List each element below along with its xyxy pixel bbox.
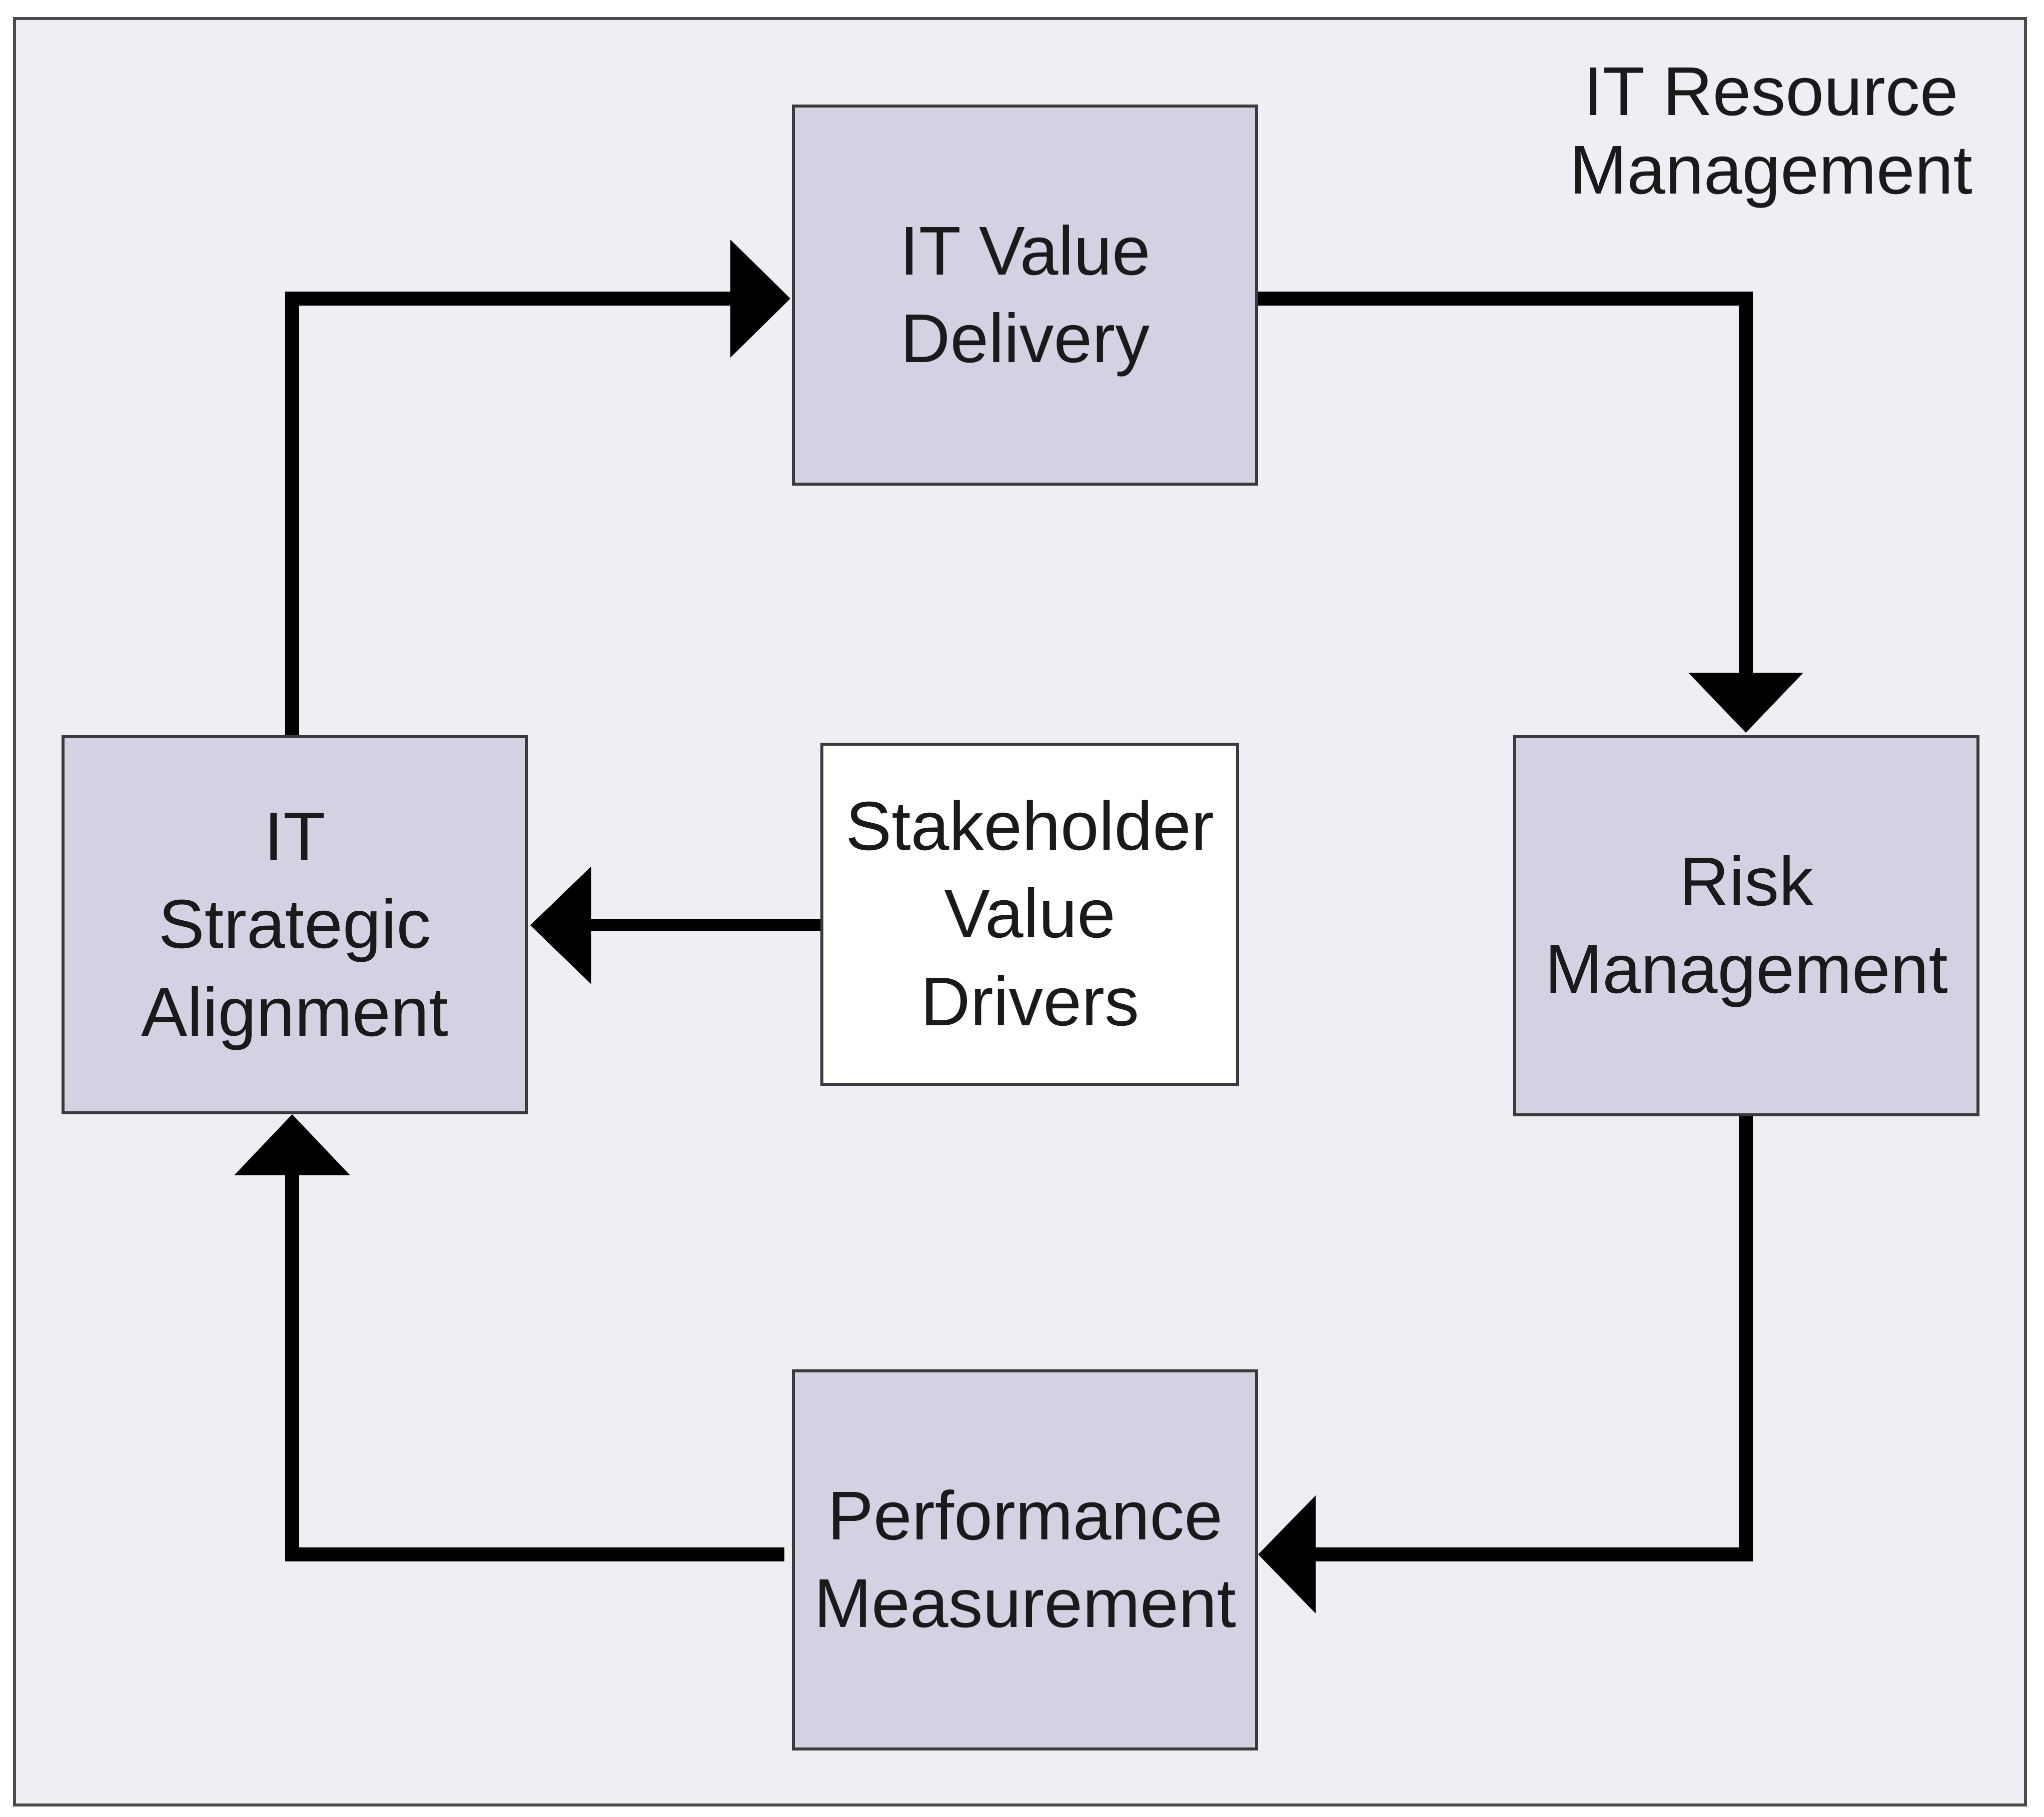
arrow-performance-to-alignment (285, 1170, 784, 1561)
region-title: IT Resource Management (1569, 53, 1972, 209)
arrowhead-into-value-delivery (730, 240, 790, 358)
node-it-value-delivery: IT Value Delivery (792, 105, 1258, 486)
arrowhead-into-risk-management (1688, 673, 1803, 733)
node-label: Performance Measurement (814, 1477, 1236, 1642)
node-it-strategic-alignment: IT Strategic Alignment (62, 735, 528, 1114)
node-risk-management: Risk Management (1513, 735, 1979, 1116)
arrowhead-into-performance-measurement (1258, 1495, 1316, 1613)
arrowhead-drivers-into-alignment (530, 866, 591, 984)
node-label: IT Strategic Alignment (141, 798, 448, 1051)
node-label: Risk Management (1545, 843, 1948, 1008)
node-label: Stakeholder Value Drivers (845, 788, 1214, 1040)
arrow-alignment-to-value-delivery (285, 292, 734, 735)
arrow-risk-to-performance (1308, 1116, 1753, 1561)
node-label: IT Value Delivery (899, 212, 1151, 377)
arrow-value-delivery-to-risk (1258, 292, 1753, 675)
node-performance-measurement: Performance Measurement (792, 1369, 1258, 1750)
arrowhead-into-strategic-alignment (234, 1114, 350, 1175)
node-stakeholder-value-drivers: Stakeholder Value Drivers (820, 743, 1239, 1086)
